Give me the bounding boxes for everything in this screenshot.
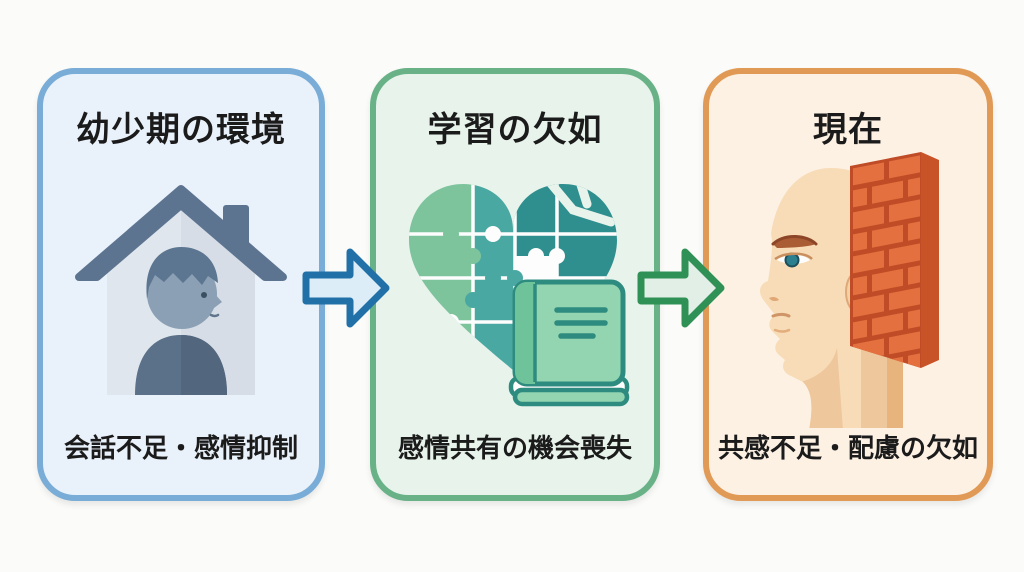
house-with-child-icon <box>43 151 319 428</box>
arrow-learning-to-present-icon <box>637 248 725 328</box>
panel-childhood: 幼少期の環境 <box>37 68 325 501</box>
panel-childhood-title: 幼少期の環境 <box>76 110 286 150</box>
puzzle-heart-and-book-icon <box>376 151 654 428</box>
panel-learning-title: 学習の欠如 <box>427 110 603 150</box>
face-and-brick-wall-icon <box>709 151 987 428</box>
arrow-childhood-to-learning-icon <box>302 248 390 328</box>
puzzle-heart-and-book-graphic <box>409 183 630 406</box>
panel-present-title: 現在 <box>813 110 883 150</box>
panel-present: 現在 <box>703 68 993 501</box>
panel-learning: 学習の欠如 <box>370 68 660 501</box>
face-and-brick-wall-graphic <box>760 151 939 428</box>
panel-childhood-caption: 会話不足・感情抑制 <box>63 434 298 464</box>
house-with-child-graphic <box>75 185 287 395</box>
panel-present-caption: 共感不足・配慮の欠如 <box>717 434 978 464</box>
panel-learning-caption: 感情共有の機会喪失 <box>397 434 632 464</box>
